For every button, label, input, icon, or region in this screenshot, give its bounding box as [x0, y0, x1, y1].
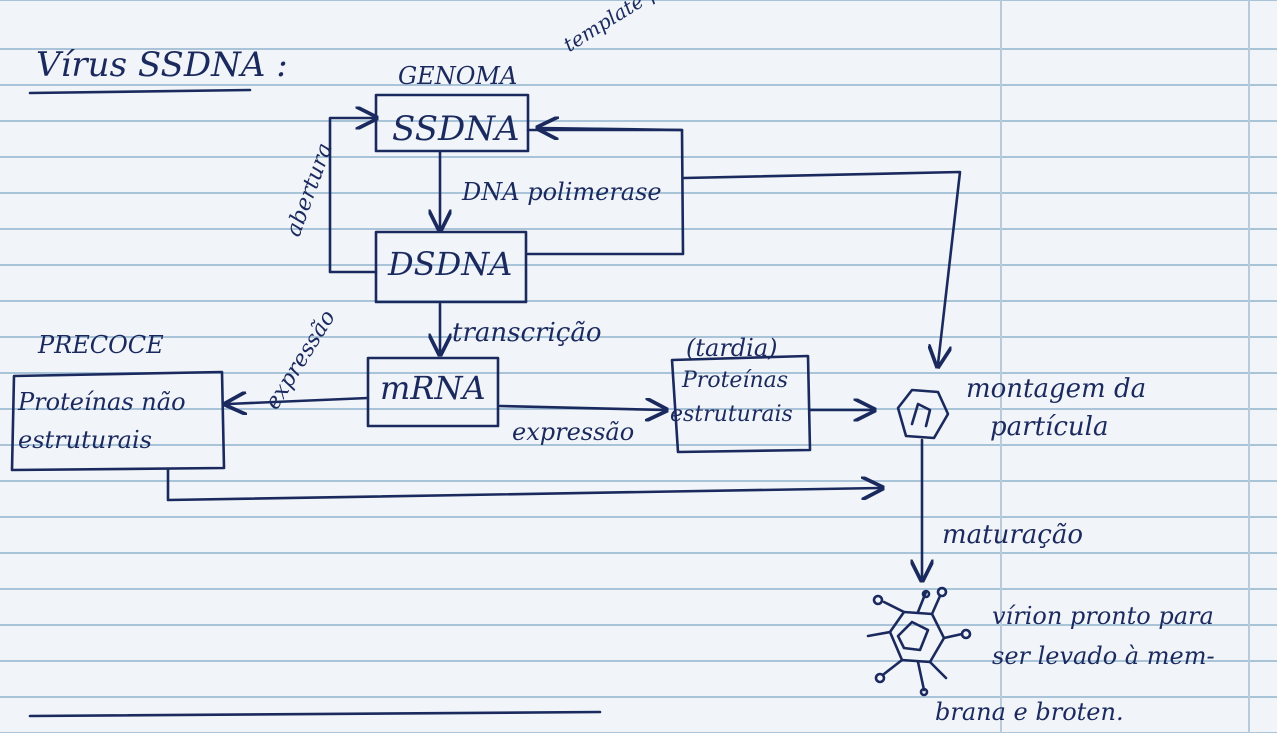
proteinas-estruturais-line2: estruturais: [670, 404, 793, 426]
virion-icon: [868, 588, 970, 695]
genoma-label: GENOMA: [398, 64, 517, 88]
montagem-line2: partícula: [990, 414, 1108, 440]
expressao-tardia-label: expressão: [512, 420, 634, 444]
montagem-particle-icon: [898, 390, 948, 438]
virion-line2: ser levado à mem-: [992, 644, 1215, 668]
abertura-loop: [330, 118, 376, 272]
transcricao-label: transcrição: [452, 320, 602, 346]
maturacao-label: maturação: [942, 522, 1083, 548]
proteinas-nao-estruturais-box: [12, 372, 224, 470]
title-underline: [30, 90, 250, 93]
bottom-scribble-line: [30, 712, 600, 716]
dna-polimerase-label: DNA polimerase: [462, 180, 662, 204]
proteinas-nao-estruturais-line2: estruturais: [18, 428, 152, 452]
diagram-title: Vírus SSDNA :: [36, 48, 288, 82]
arrow-mrna-tardia: [500, 406, 664, 410]
arrow-precoce-to-montagem: [168, 470, 880, 500]
tardia-label: (tardia): [686, 336, 778, 360]
dsdna-node: DSDNA: [388, 248, 512, 280]
arrow-mrna-precoce: [228, 398, 368, 404]
mrna-node: mRNA: [380, 372, 486, 404]
proteinas-estruturais-line1: Proteínas: [682, 370, 788, 392]
montagem-line1: montagem da: [966, 376, 1146, 402]
virion-line3: brana e broten.: [935, 700, 1124, 724]
proteinas-nao-estruturais-line1: Proteínas não: [18, 390, 186, 414]
precoce-label: PRECOCE: [38, 333, 164, 357]
virion-line1: vírion pronto para: [992, 604, 1214, 628]
ssdna-node: SSDNA: [392, 112, 520, 146]
